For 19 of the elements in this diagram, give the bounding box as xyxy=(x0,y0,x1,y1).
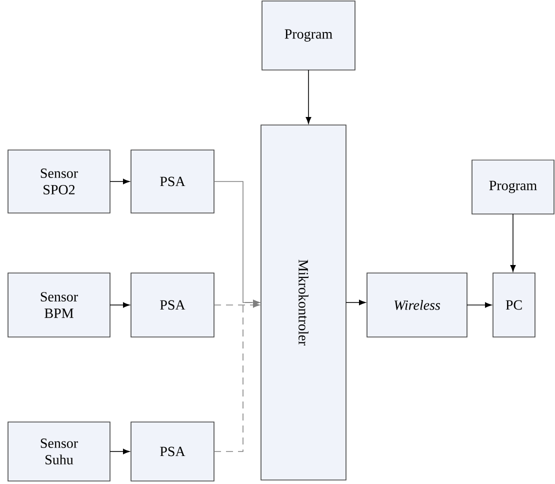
process-box: Wireless xyxy=(366,272,468,338)
arrow xyxy=(214,300,260,452)
process-box: Program xyxy=(472,160,554,214)
arrow xyxy=(466,302,492,308)
arrow xyxy=(110,448,130,454)
sensor-box: Sensor Suhu xyxy=(8,422,110,482)
process-box: PSA xyxy=(130,272,214,338)
process-box: PSA xyxy=(130,422,214,482)
sensor-box: Sensor SPO2 xyxy=(8,150,110,214)
controller-box: Mikrokontroler xyxy=(260,124,346,480)
process-box: Program xyxy=(262,0,356,70)
arrow xyxy=(306,70,312,124)
arrow xyxy=(346,300,366,306)
sensor-box: Sensor BPM xyxy=(8,272,110,338)
process-box: PSA xyxy=(130,150,214,214)
arrow xyxy=(110,178,130,184)
process-box: PC xyxy=(492,272,536,338)
arrow xyxy=(510,214,516,272)
arrow xyxy=(110,302,130,308)
